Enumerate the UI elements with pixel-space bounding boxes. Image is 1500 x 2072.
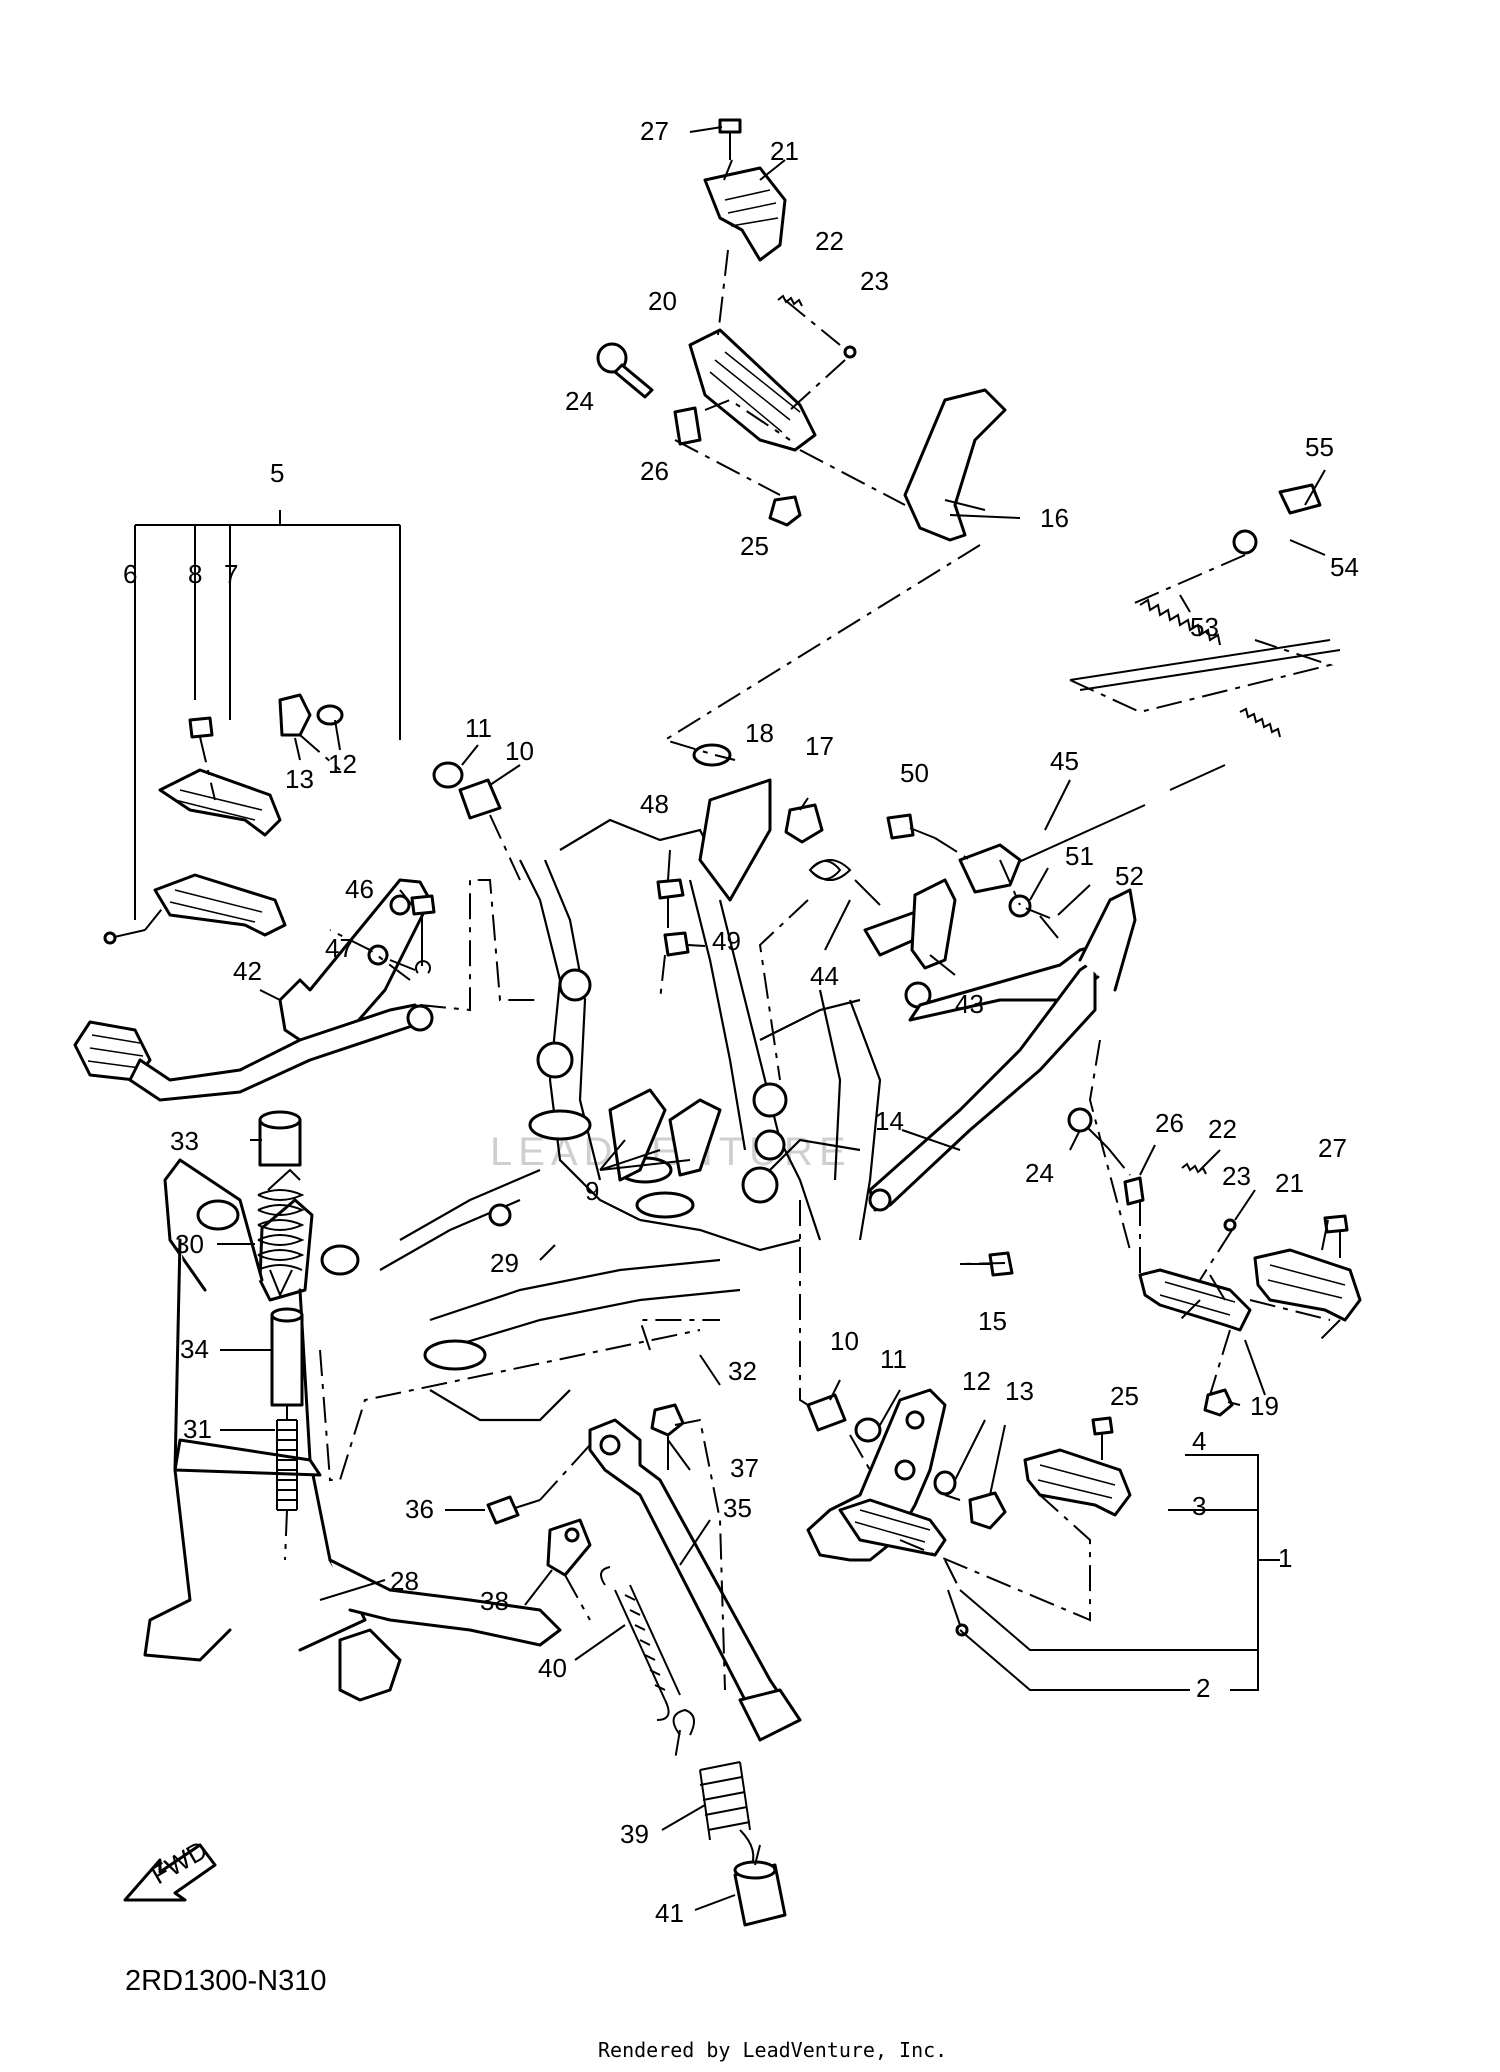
label-47: 47 <box>325 933 354 963</box>
label-27: 27 <box>640 116 669 146</box>
label-11b: 11 <box>880 1344 907 1374</box>
label-21: 21 <box>770 136 799 166</box>
credit-text: Rendered by LeadVenture, Inc. <box>598 2038 947 2062</box>
label-21b: 21 <box>1275 1168 1304 1198</box>
label-10: 10 <box>505 736 534 766</box>
label-2: 2 <box>1196 1673 1210 1703</box>
left-footrest-assembly <box>103 693 502 1042</box>
label-18: 18 <box>745 718 774 748</box>
label-52: 52 <box>1115 861 1144 891</box>
label-36: 36 <box>405 1494 434 1524</box>
label-10b: 10 <box>830 1326 859 1356</box>
label-8: 8 <box>188 559 202 589</box>
linkage-parts <box>886 483 1341 939</box>
label-51: 51 <box>1065 841 1094 871</box>
rear-footrest-upper <box>596 118 1007 542</box>
label-30: 30 <box>175 1229 204 1259</box>
label-45: 45 <box>1050 746 1079 776</box>
label-46: 46 <box>345 874 374 904</box>
right-footrest-assembly <box>868 888 1362 1417</box>
label-29: 29 <box>490 1248 519 1278</box>
label-22b: 22 <box>1208 1114 1237 1144</box>
label-26b: 26 <box>1155 1108 1184 1138</box>
label-14: 14 <box>875 1106 904 1136</box>
label-34: 34 <box>180 1334 209 1364</box>
label-23: 23 <box>860 266 889 296</box>
label-15: 15 <box>978 1306 1007 1336</box>
label-17: 17 <box>805 731 834 761</box>
label-44: 44 <box>810 961 839 991</box>
label-9: 9 <box>585 1176 599 1206</box>
label-13b: 13 <box>1005 1376 1034 1406</box>
label-54: 54 <box>1330 552 1359 582</box>
label-27b: 27 <box>1318 1133 1347 1163</box>
side-stand <box>486 1403 802 1927</box>
label-37: 37 <box>730 1453 759 1483</box>
assembly-lines <box>144 159 1341 1866</box>
label-38: 38 <box>480 1586 509 1616</box>
label-1: 1 <box>1278 1543 1292 1573</box>
label-12b: 12 <box>962 1366 991 1396</box>
label-25: 25 <box>740 531 769 561</box>
label-49: 49 <box>712 926 741 956</box>
group-brackets <box>134 126 1329 1911</box>
label-55: 55 <box>1305 432 1334 462</box>
centre-stand <box>143 1110 562 1702</box>
label-53: 53 <box>1190 612 1219 642</box>
part-labels: 27 21 22 23 20 24 26 25 16 55 54 53 5 6 … <box>123 116 1359 1928</box>
label-42: 42 <box>233 956 262 986</box>
label-23b: 23 <box>1222 1161 1251 1191</box>
fwd-arrow-icon: FWD <box>123 1835 217 1902</box>
label-33: 33 <box>170 1126 199 1156</box>
label-6: 6 <box>123 559 137 589</box>
label-4: 4 <box>1192 1426 1206 1456</box>
label-24: 24 <box>565 386 594 416</box>
label-3: 3 <box>1192 1491 1206 1521</box>
label-26: 26 <box>640 456 669 486</box>
label-22: 22 <box>815 226 844 256</box>
label-50: 50 <box>900 758 929 788</box>
label-11: 11 <box>465 713 492 743</box>
label-43: 43 <box>955 989 984 1019</box>
label-20: 20 <box>648 286 677 316</box>
label-39: 39 <box>620 1819 649 1849</box>
label-24b: 24 <box>1025 1158 1054 1188</box>
label-41: 41 <box>655 1898 684 1928</box>
frame-section <box>379 778 882 1422</box>
front-right-footrest <box>806 1388 1132 1637</box>
label-7: 7 <box>224 559 238 589</box>
label-19: 19 <box>1250 1391 1279 1421</box>
label-32: 32 <box>728 1356 757 1386</box>
diagram-code: 2RD1300-N310 <box>125 1965 327 1997</box>
label-35: 35 <box>723 1493 752 1523</box>
label-31: 31 <box>183 1414 212 1444</box>
label-40: 40 <box>538 1653 567 1683</box>
label-28: 28 <box>390 1566 419 1596</box>
label-13: 13 <box>285 764 314 794</box>
label-5: 5 <box>270 458 284 488</box>
label-12: 12 <box>328 749 357 779</box>
label-48: 48 <box>640 789 669 819</box>
label-16: 16 <box>1040 503 1069 533</box>
brake-pedal <box>73 894 436 1102</box>
label-25b: 25 <box>1110 1381 1139 1411</box>
